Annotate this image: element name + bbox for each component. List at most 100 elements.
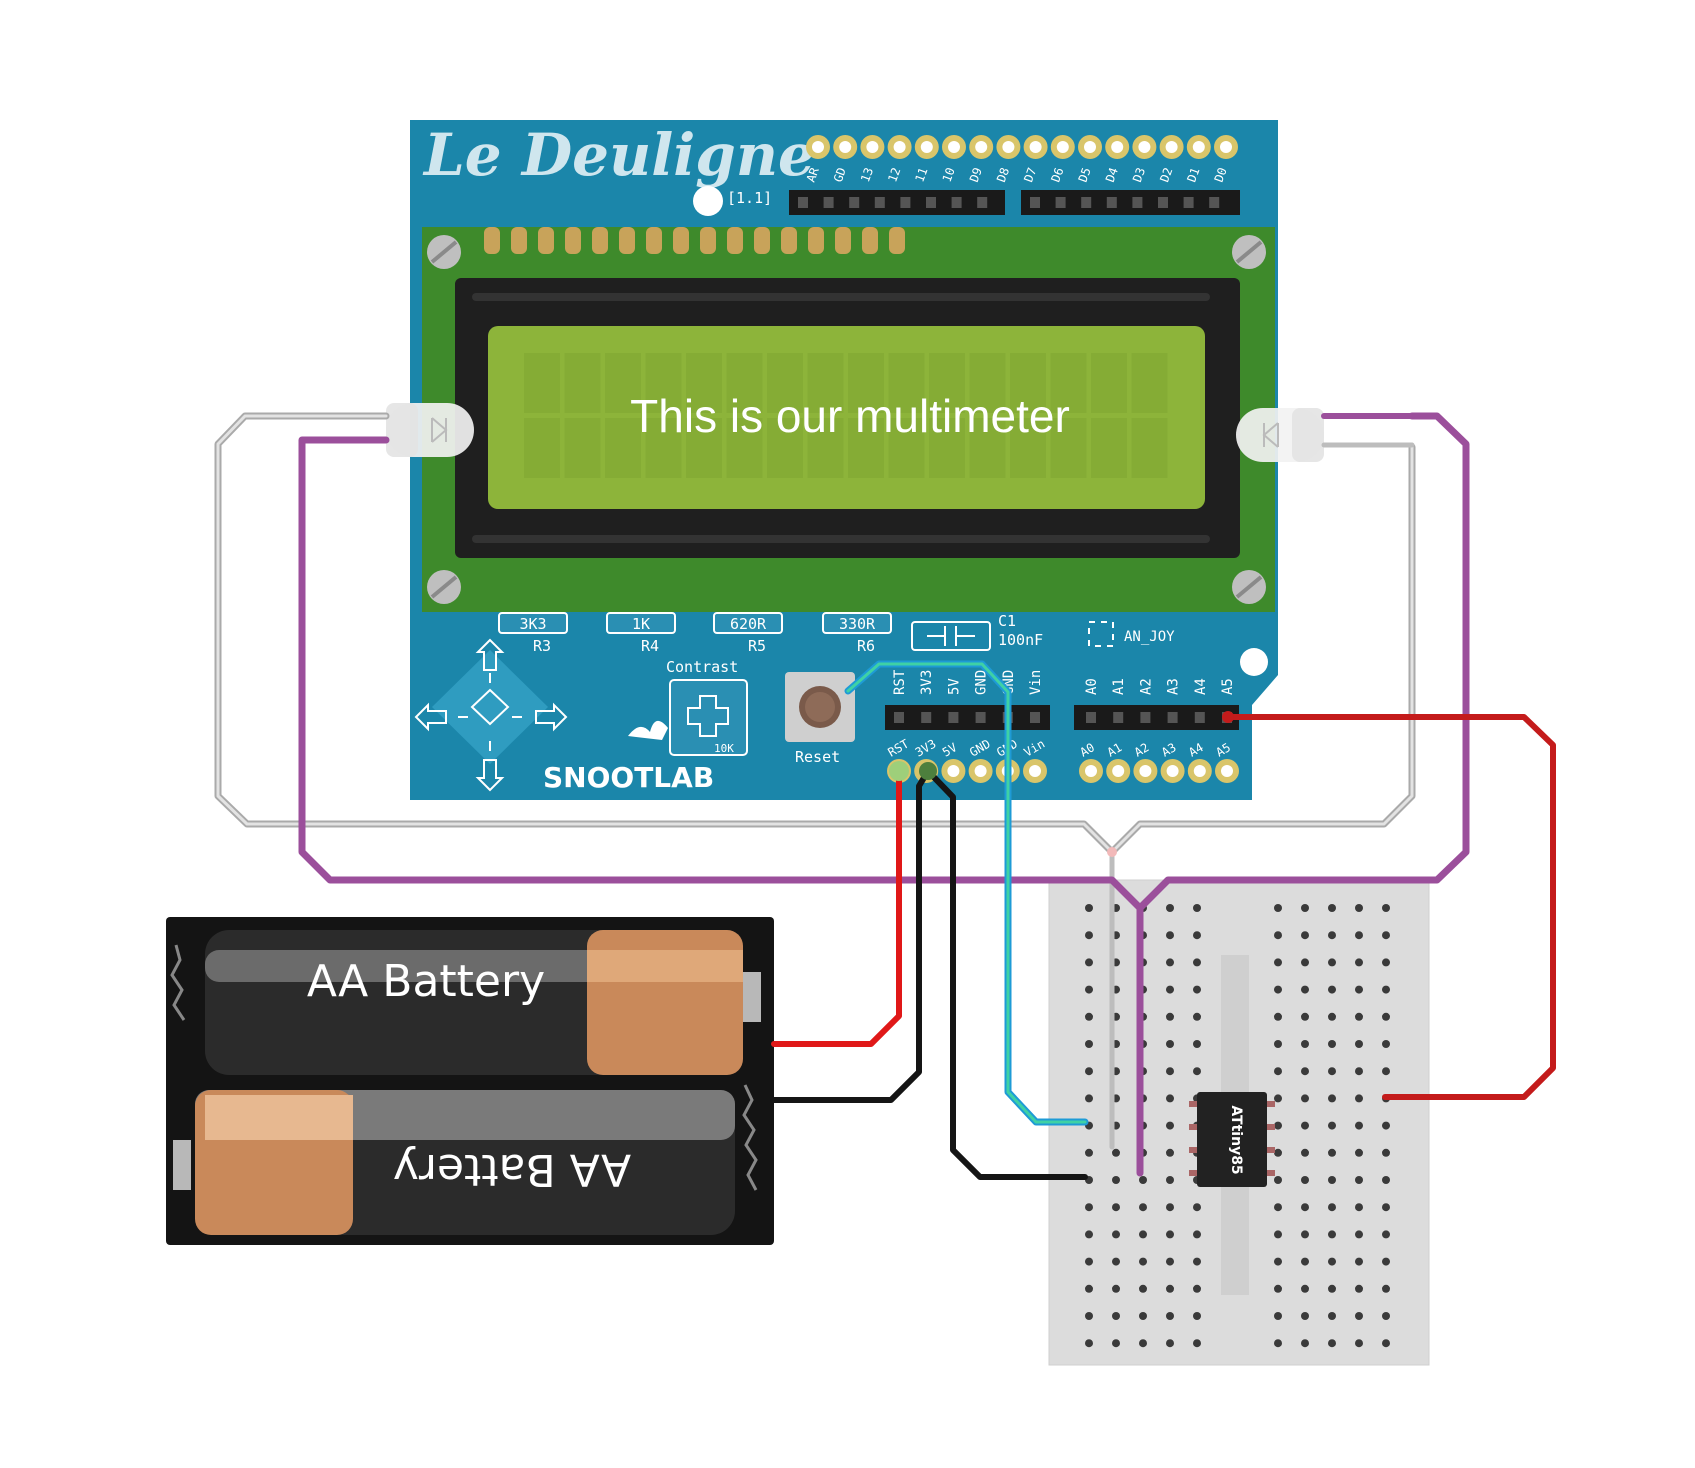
breadboard-hole <box>1193 1230 1201 1239</box>
breadboard-hole <box>1139 1284 1147 1293</box>
breadboard-hole <box>1301 1339 1309 1348</box>
breadboard-hole <box>1355 1094 1363 1103</box>
header-pad-hole <box>948 141 960 153</box>
breadboard-hole <box>1166 1312 1174 1320</box>
breadboard-hole <box>1382 1230 1390 1239</box>
resistor-body <box>713 612 783 634</box>
breadboard-hole <box>1328 1121 1336 1130</box>
breadboard-hole <box>1085 1284 1093 1293</box>
breadboard-hole <box>1139 1176 1147 1184</box>
top-header-sockets <box>798 197 1220 208</box>
reset-button[interactable]: Reset <box>785 672 855 766</box>
joystick-label: AN_JOY <box>1124 629 1175 645</box>
capacitor-value: 100nF <box>998 631 1043 649</box>
header-socket <box>1158 197 1168 208</box>
header-pad-hole <box>1111 141 1124 153</box>
breadboard-hole <box>1166 1040 1174 1048</box>
breadboard-hole <box>1328 1203 1336 1212</box>
header-socket <box>1030 197 1040 208</box>
wires <box>214 412 1556 1180</box>
lcd-char-cell <box>605 353 641 413</box>
header-pin-label: D7 <box>1021 166 1039 184</box>
lcd-pin-tab <box>592 227 608 254</box>
breadboard-hole <box>1301 904 1309 912</box>
breadboard-hole <box>1166 1148 1174 1157</box>
breadboard-hole <box>1328 1094 1336 1103</box>
header-pad-hole <box>1138 141 1151 153</box>
screw-icon <box>1232 235 1266 269</box>
breadboard-hole <box>1328 1230 1336 1239</box>
breadboard-hole <box>1139 1339 1147 1348</box>
screw-icon <box>427 235 461 269</box>
breadboard-hole <box>1328 1148 1336 1157</box>
battery-label-1: AA Battery <box>307 956 545 1007</box>
breadboard-hole <box>1112 1230 1120 1239</box>
breadboard-hole <box>1193 1312 1201 1320</box>
lcd-pin-tab <box>889 227 905 254</box>
header-socket <box>1209 197 1220 208</box>
wire-black-battery <box>771 768 931 1103</box>
breadboard-hole <box>1085 1230 1093 1239</box>
breadboard-hole <box>1382 1312 1390 1320</box>
lcd-pin-tab <box>808 227 824 254</box>
header-pin-label: A0 <box>1084 678 1100 695</box>
breadboard-hole <box>1166 1230 1174 1239</box>
breadboard-hole <box>1355 1040 1363 1048</box>
wire-endpoints <box>889 711 1234 857</box>
breadboard-hole <box>1112 1312 1120 1320</box>
breadboard-hole <box>1274 1230 1282 1239</box>
breadboard-hole <box>1355 1284 1363 1293</box>
breadboard-hole <box>1382 958 1390 967</box>
breadboard-hole <box>1274 985 1282 994</box>
breadboard-hole <box>1274 1040 1282 1048</box>
contrast-potentiometer: Contrast 10K <box>666 658 748 756</box>
lcd-character-grid <box>524 353 1168 478</box>
reset-label: Reset <box>795 748 840 766</box>
breadboard-hole <box>1274 931 1282 940</box>
lcd-char-cell <box>645 353 682 413</box>
breadboard-hole <box>1382 985 1390 994</box>
header-pin-label: A5 <box>1220 678 1236 695</box>
battery-cell-top: AA Battery <box>205 930 761 1075</box>
breadboard <box>1048 879 1430 1366</box>
breadboard-hole <box>1355 1067 1363 1076</box>
breadboard-hole <box>1301 1040 1309 1048</box>
lcd-char-cell <box>1091 353 1127 413</box>
breadboard-hole <box>1139 1257 1147 1266</box>
header-socket <box>975 712 986 723</box>
wire-black-gnd <box>925 768 1088 1180</box>
lcd-pin-tab <box>511 227 527 254</box>
breadboard-hole <box>1328 1339 1336 1348</box>
breadboard-hole <box>1301 1203 1309 1212</box>
breadboard-hole <box>1274 1148 1282 1157</box>
breadboard-hole <box>1301 985 1309 994</box>
lcd-char-cell <box>726 418 763 478</box>
joystick-dpad <box>414 638 568 792</box>
header-pin-label: 11 <box>912 166 930 184</box>
breadboard-hole <box>1382 1040 1390 1048</box>
header-socket <box>823 197 834 208</box>
breadboard-hole <box>1382 1012 1390 1021</box>
header-pin-label-lower: A3 <box>1159 740 1179 759</box>
lcd-pin-tab <box>646 227 662 254</box>
header-pad-hole <box>1029 141 1042 153</box>
breadboard-hole <box>1085 985 1093 994</box>
header-pad-hole <box>975 141 988 153</box>
lcd-pin-tab <box>484 227 500 254</box>
breadboard-hole <box>1301 1284 1309 1293</box>
lcd-char-cell <box>1131 418 1168 478</box>
lcd-pin-tab <box>781 227 797 254</box>
header-pad-hole <box>1220 141 1232 153</box>
lcd-char-cell <box>1050 418 1087 478</box>
attiny85-chip: ATtiny85 <box>1189 1092 1275 1187</box>
lcd-pin-tab <box>538 227 554 254</box>
breadboard-hole <box>1382 1203 1390 1212</box>
breadboard-hole <box>1274 1284 1282 1293</box>
header-pad-hole <box>1056 141 1069 153</box>
breadboard-hole <box>1355 958 1363 967</box>
breadboard-hole <box>1355 985 1363 994</box>
shield-brand: Le Deuligne <box>422 121 815 189</box>
header-socket <box>1055 197 1066 208</box>
